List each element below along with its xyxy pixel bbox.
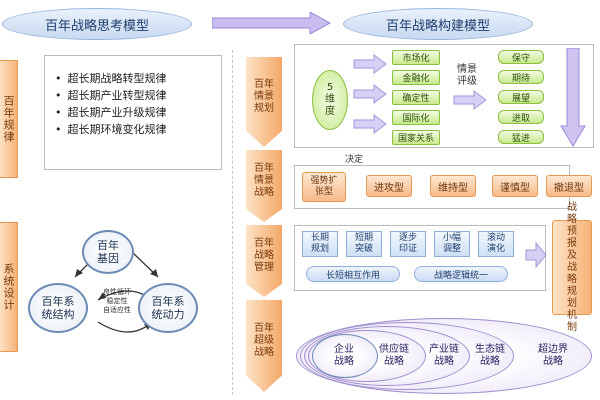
dimension-arrows [353, 54, 387, 134]
rule-item: 超长期环境变化规律 [55, 121, 221, 138]
rule-item: 超长期产业转型规律 [55, 87, 221, 104]
management-step: 滚动演化 [478, 231, 514, 257]
management-step: 逐步印证 [390, 231, 426, 257]
super-strategy-label: 企业战略 [334, 344, 354, 367]
scenario-eval-label: 情景评级 [457, 64, 477, 87]
center-label: 自适应性 [103, 306, 131, 314]
right-arrow-icon [212, 12, 332, 34]
dynamics-circle: 百年系统动力 [138, 283, 198, 333]
interaction-bar: 战略逻辑统一 [414, 266, 508, 282]
decision-label: 决定 [345, 155, 364, 165]
strategy-type-item: 强势扩张型 [302, 172, 346, 202]
rules-list: 超长期战略转型规律 超长期产业转型规律 超长期产业升级规律 超长期环境变化规律 [55, 70, 221, 138]
center-labels: 良性循环 稳定性 自适应性 [96, 288, 138, 315]
down-arrow-icon [560, 48, 586, 147]
strategy-type-item: 维持型 [430, 175, 476, 197]
management-arrow-icon [525, 241, 547, 269]
step-scenario-strategy: 百年情景战略 [246, 150, 282, 222]
super-strategy-label: 超边界战略 [538, 344, 568, 367]
management-step: 小幅调整 [434, 231, 470, 257]
rules-panel: 超长期战略转型规律 超长期产业转型规律 超长期产业升级规律 超长期环境变化规律 [44, 55, 222, 170]
level-item: 进取 [498, 110, 544, 124]
side-box-system-design: 系统设计 [0, 222, 18, 352]
level-item: 保守 [498, 50, 544, 64]
center-label: 稳定性 [106, 297, 128, 305]
level-item: 猛进 [498, 130, 544, 144]
rule-item: 超长期产业升级规律 [55, 104, 221, 121]
dimension-item: 市场化 [392, 50, 440, 65]
management-step: 长期规划 [302, 231, 338, 257]
left-title: 百年战略思考模型 [2, 8, 192, 40]
step-strategy-management: 百年战略管理 [246, 225, 282, 297]
five-dimension-oval: 5维度 [312, 70, 348, 130]
super-strategy-label: 生态链战略 [475, 344, 505, 367]
dimension-item: 金融化 [392, 70, 440, 85]
gene-circle: 百年基因 [82, 230, 134, 274]
management-step: 短期突破 [346, 231, 382, 257]
dimension-item: 国际化 [392, 110, 440, 125]
strategy-type-item: 谨慎型 [492, 175, 538, 197]
super-strategy-ring-1 [312, 334, 378, 378]
divider [232, 50, 233, 395]
step-super-strategy: 百年超级战略 [246, 300, 282, 392]
management-side-box: 战略预报及战略规划机制 [552, 202, 592, 333]
structure-circle: 百年系统结构 [28, 283, 88, 333]
strategy-type-item: 撤退型 [546, 175, 592, 197]
rule-item: 超长期战略转型规律 [55, 70, 221, 87]
dimension-item: 国家关系 [392, 130, 440, 145]
level-item: 展望 [498, 90, 544, 104]
strategy-type-item: 进攻型 [366, 175, 412, 197]
dimension-item: 确定性 [392, 90, 440, 105]
interaction-bar: 长短相互作用 [306, 266, 400, 282]
side-box-laws: 百年规律 [0, 60, 18, 178]
center-label: 良性循环 [103, 288, 131, 296]
super-strategy-label: 供应链战略 [379, 344, 409, 367]
eval-arrow-icon [453, 90, 487, 110]
step-scenario-planning: 百年情景规划 [246, 57, 282, 147]
super-strategy-label: 产业链战略 [429, 344, 459, 367]
right-title: 百年战略构建模型 [343, 8, 533, 40]
level-item: 期待 [498, 70, 544, 84]
